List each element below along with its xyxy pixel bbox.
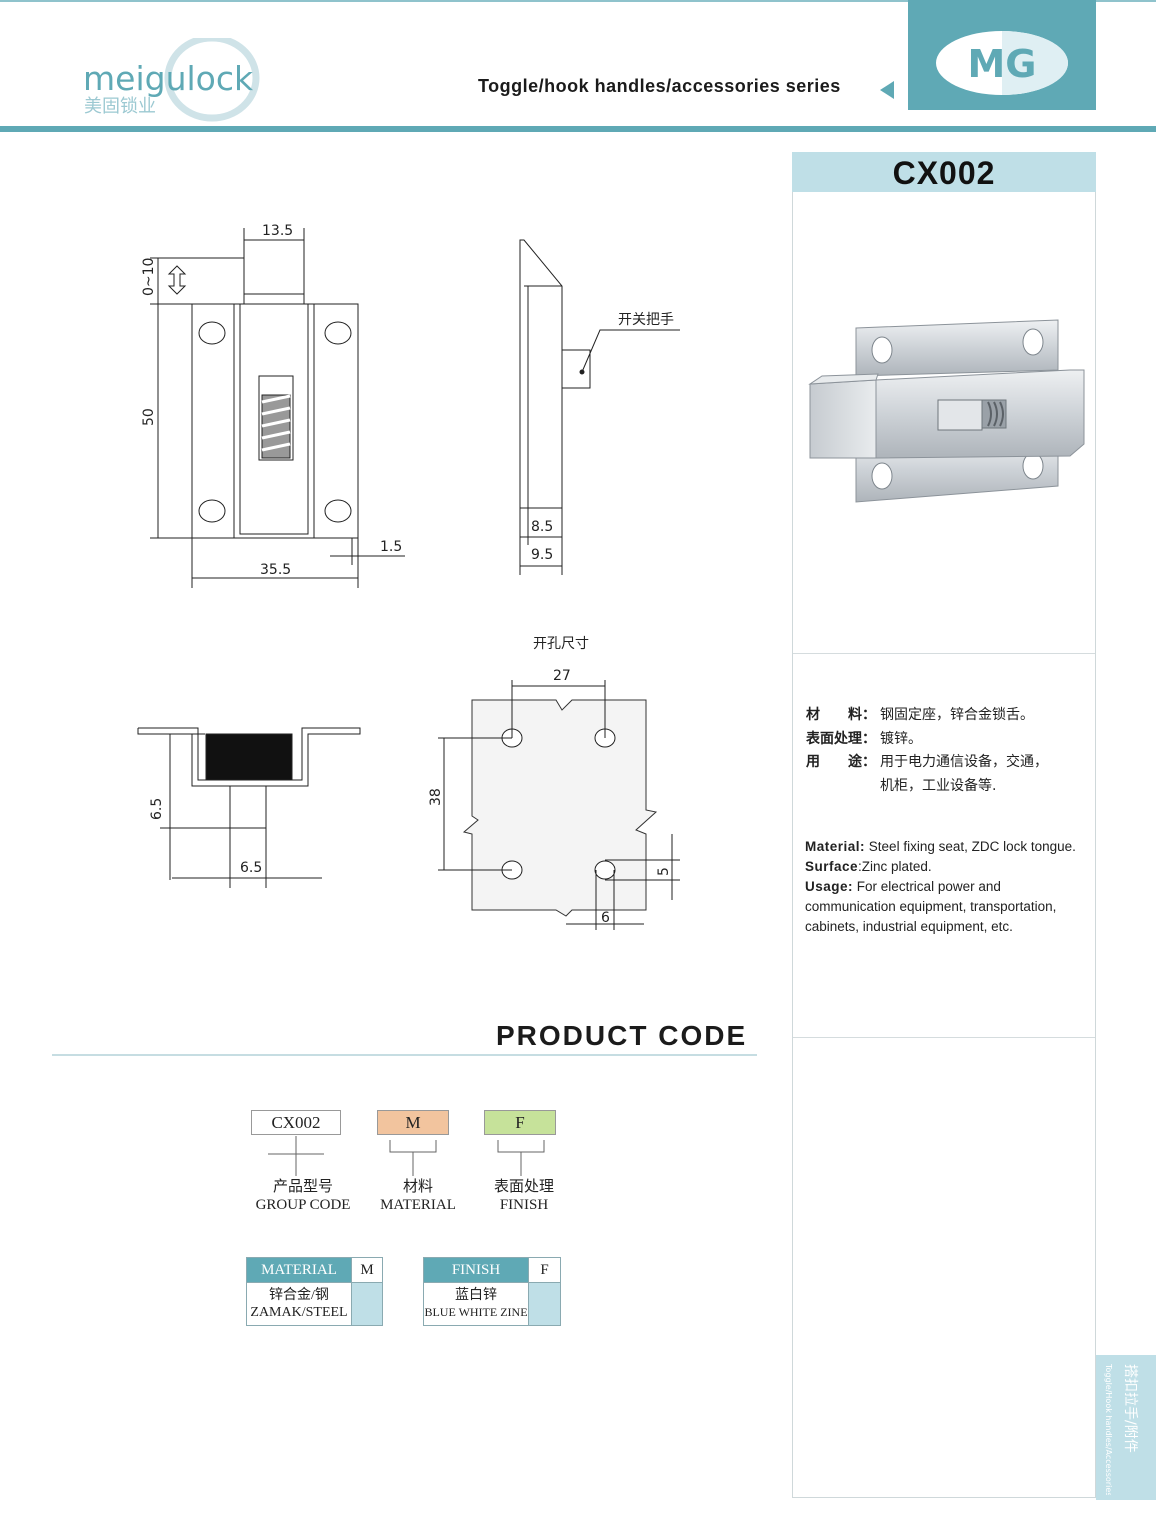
dim-label: 38: [428, 788, 444, 806]
product-code-heading: PRODUCT CODE: [496, 1020, 748, 1051]
brand-name: meigulock: [83, 59, 254, 98]
dim-label: 6.5: [240, 860, 262, 876]
front-view: 13.5 0~10 50 35.5 1.5: [141, 223, 405, 588]
code-box-material: M: [377, 1110, 449, 1135]
brand-name-cn: 美固锁业: [84, 96, 156, 117]
material-table-header: MATERIAL: [246, 1257, 352, 1283]
spec-cn-value: 用于电力通信设备，交通，: [880, 754, 1048, 770]
mg-badge: MG: [967, 42, 1036, 86]
dim-label: 13.5: [262, 223, 293, 239]
spec-cn-value: 镀锌。: [880, 730, 922, 747]
spec-en-usage: Usage: For electrical power and communic…: [805, 879, 1057, 934]
spec-cn-value: 机柜，工业设备等.: [880, 777, 997, 794]
spec-cn-row: 机柜，工业设备等.: [806, 775, 1048, 799]
dim-label: 0~10: [141, 258, 157, 296]
finish-table-swatch: [528, 1282, 561, 1326]
spec-cn-value: 钢固定座，锌合金锁舌。: [880, 707, 1034, 723]
finish-table-code: F: [528, 1257, 561, 1283]
spec-en: Material: Steel fixing seat, ZDC lock to…: [805, 837, 1090, 937]
code-brackets: [250, 1136, 570, 1181]
spec-cn: 材 料：钢固定座，锌合金锁舌。 表面处理：镀锌。 用 途：用于电力通信设备，交通…: [806, 704, 1048, 798]
spec-cn-label: 材 料：: [806, 707, 876, 723]
panel-divider: [793, 1037, 1095, 1038]
spec-en-material: Material: Steel fixing seat, ZDC lock to…: [805, 839, 1076, 854]
spec-cn-row: 表面处理：镀锌。: [806, 728, 1048, 752]
brand-logo: meigulock 美固锁业: [80, 34, 295, 123]
bottom-view: 6.5 6.5: [137, 727, 361, 888]
arrow-left-icon: [880, 81, 894, 99]
dim-label: 6.5: [149, 798, 165, 820]
panel-divider: [793, 653, 1095, 654]
cutout-view: 开孔尺寸 27 38 5 6: [428, 636, 680, 932]
code-box-finish: F: [484, 1110, 556, 1135]
spec-cn-row: 材 料：钢固定座，锌合金锁舌。: [806, 704, 1048, 728]
technical-drawing: 13.5 0~10 50 35.5 1.5 开关把手: [120, 210, 684, 932]
product-photo: [800, 318, 1090, 508]
spec-cn-label: 用 途：: [806, 754, 876, 770]
dim-label: 9.5: [531, 547, 553, 563]
side-tab-cn: 搭扣拉手/附件: [1122, 1364, 1138, 1453]
handle-label: 开关把手: [618, 312, 674, 328]
material-table-code: M: [351, 1257, 383, 1283]
product-code-title: CX002: [792, 152, 1096, 192]
series-title: Toggle/hook handles/accessories series: [478, 76, 841, 96]
dim-label: 5: [656, 867, 672, 876]
dim-label: 50: [141, 408, 157, 426]
dim-label: 27: [553, 668, 571, 684]
mg-badge-panel: MG: [908, 0, 1096, 110]
spec-cn-row: 用 途：用于电力通信设备，交通，: [806, 751, 1048, 775]
dim-label: 6: [601, 910, 610, 926]
code-box-group: CX002: [251, 1110, 341, 1135]
dim-label: 8.5: [531, 519, 553, 535]
spec-en-surface: Surface:Zinc plated.: [805, 859, 932, 874]
header-bar: [0, 126, 1156, 132]
dim-label: 1.5: [380, 539, 402, 555]
side-tab: [1096, 1355, 1156, 1500]
side-tab-text: 搭扣拉手/附件 Toggle/Hook handles/Accessories: [1100, 1360, 1152, 1496]
finish-table-header: FINISH: [423, 1257, 529, 1283]
dim-label: 35.5: [260, 562, 291, 578]
top-rule: [0, 0, 1156, 2]
material-table-swatch: [351, 1282, 383, 1326]
cutout-label: 开孔尺寸: [533, 636, 589, 652]
side-view: 开关把手 8.5 9.5: [519, 239, 684, 575]
side-tab-en: Toggle/Hook handles/Accessories: [1104, 1363, 1113, 1495]
product-code-rule: [52, 1054, 757, 1056]
spec-cn-label: 表面处理：: [806, 730, 876, 747]
